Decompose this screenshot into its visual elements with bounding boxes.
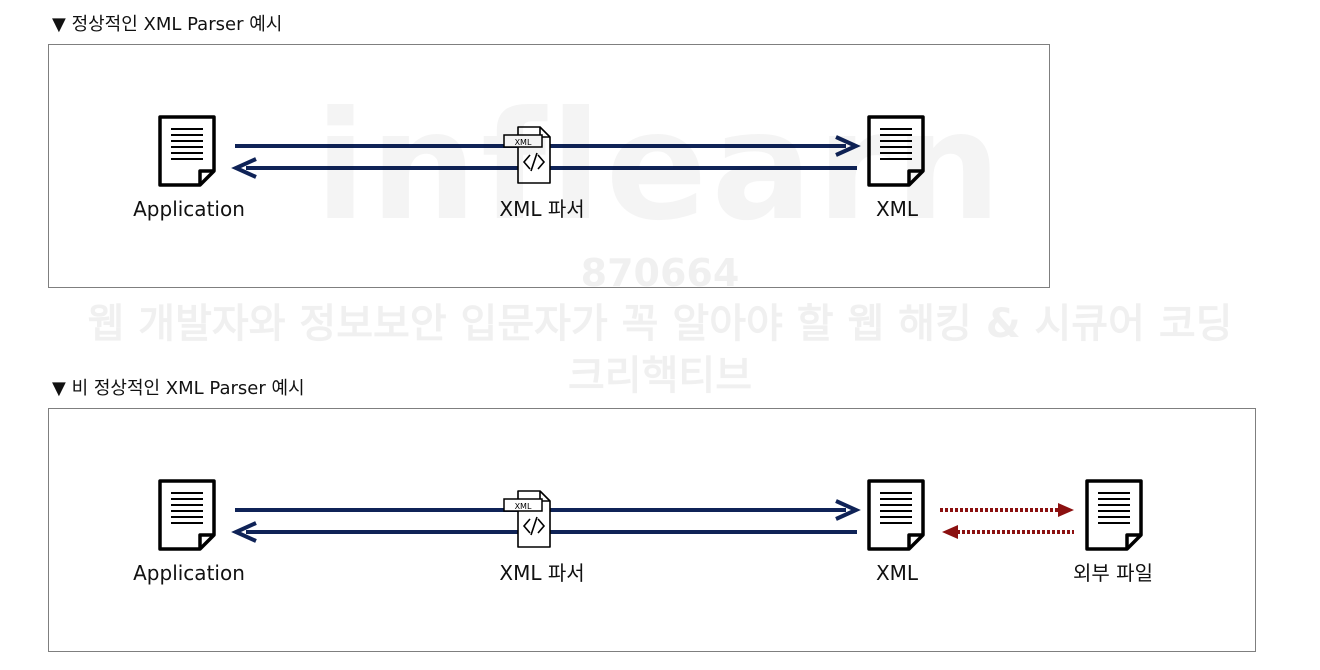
xml-document-icon bbox=[867, 479, 925, 551]
xml-label: XML bbox=[875, 197, 919, 221]
xml-parser-tag: XML bbox=[515, 138, 532, 147]
heading-abnormal-parser: ▼ 비 정상적인 XML Parser 예시 bbox=[52, 378, 305, 399]
application-document-icon bbox=[158, 479, 216, 551]
request-arrowhead bbox=[835, 135, 861, 157]
xml-parser-label: XML 파서 bbox=[499, 197, 585, 221]
xml-parser-file-icon: XML bbox=[503, 126, 551, 184]
external-request-arrowhead bbox=[1058, 503, 1074, 517]
xml-parser-file-icon: XML bbox=[503, 490, 551, 548]
external-entity-arrows bbox=[940, 503, 1074, 539]
xml-parser-label: XML 파서 bbox=[499, 561, 585, 585]
application-label: Application bbox=[133, 561, 245, 585]
heading-normal-parser: ▼ 정상적인 XML Parser 예시 bbox=[52, 14, 283, 35]
external-response-arrowhead bbox=[942, 525, 958, 539]
external-file-label: 외부 파일 bbox=[1073, 561, 1153, 585]
application-label: Application bbox=[133, 197, 245, 221]
response-arrowhead bbox=[231, 521, 257, 543]
application-document-icon bbox=[158, 115, 216, 187]
response-arrowhead bbox=[231, 157, 257, 179]
xml-label: XML bbox=[875, 561, 919, 585]
request-arrowhead bbox=[835, 499, 861, 521]
xml-document-icon bbox=[867, 115, 925, 187]
xml-parser-tag: XML bbox=[515, 502, 532, 511]
external-file-document-icon bbox=[1085, 479, 1143, 551]
